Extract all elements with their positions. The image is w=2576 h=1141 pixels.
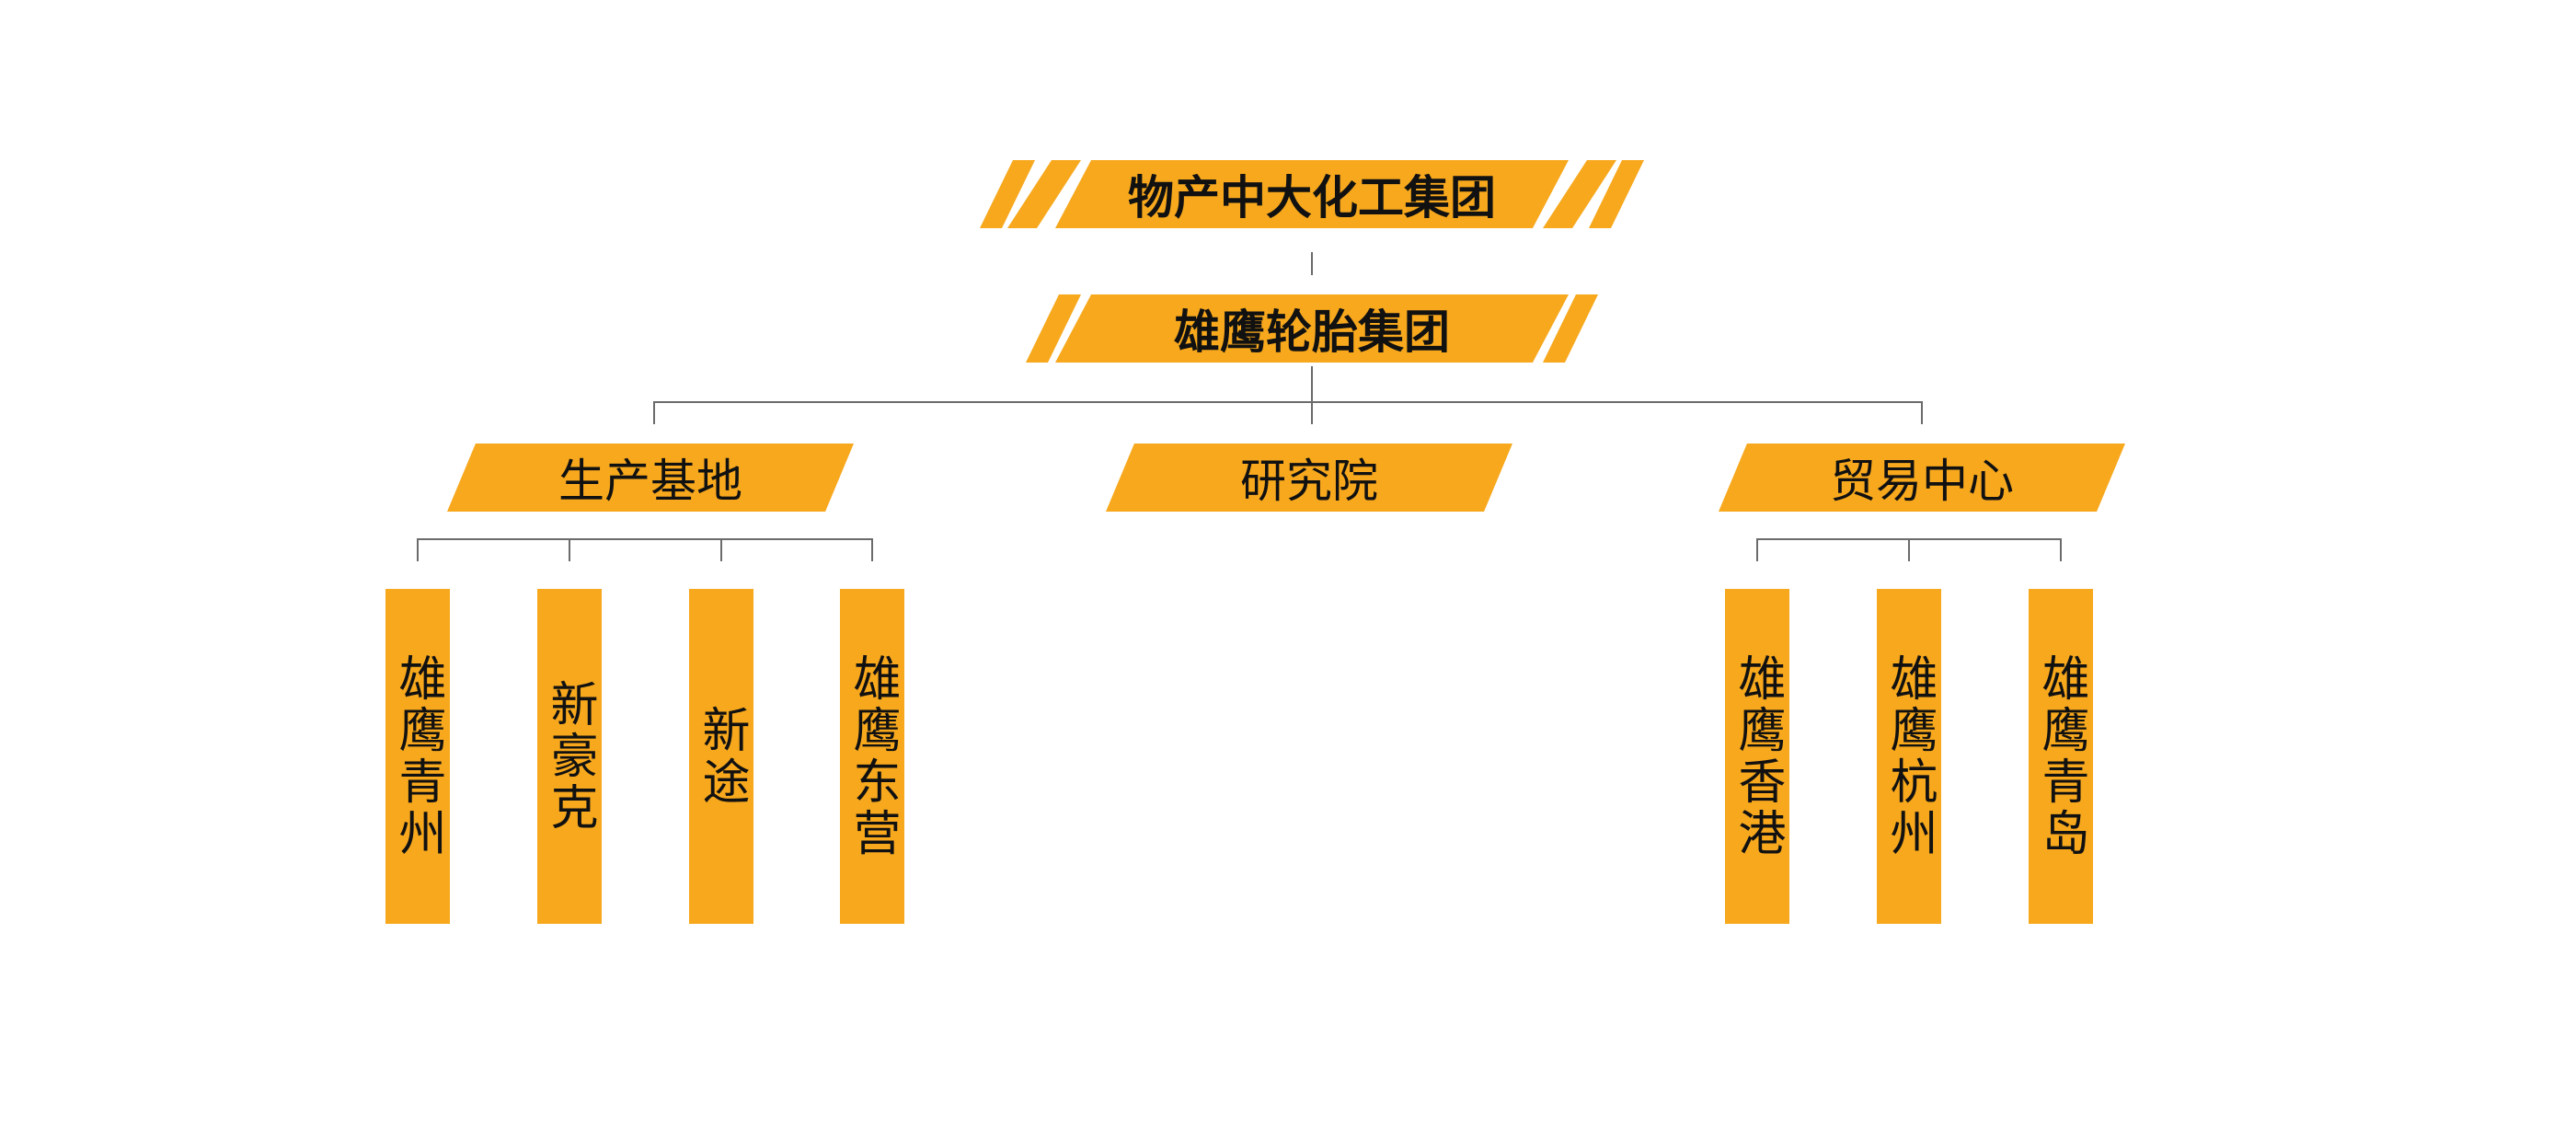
connector-trade-drop-2	[1908, 538, 1910, 561]
unit-label: 雄鹰香港	[1730, 653, 1785, 859]
unit-label: 雄鹰青岛	[2033, 653, 2088, 859]
unit-box: 雄鹰杭州	[1877, 589, 1941, 924]
connector-production-drop-4	[871, 538, 873, 561]
division-research-label: 研究院	[1240, 455, 1378, 508]
connector-division-drop-3	[1921, 401, 1923, 424]
unit-label: 雄鹰杭州	[1881, 653, 1937, 859]
division-trade-center: 贸易中心	[1719, 444, 2125, 512]
unit-box: 新豪克	[537, 589, 602, 924]
connector-division-drop-2	[1311, 401, 1313, 424]
connector-trade-drop-1	[1756, 538, 1758, 561]
division-research-institute: 研究院	[1106, 444, 1512, 512]
unit-label: 雄鹰青州	[390, 653, 445, 859]
connector-division-drop-1	[653, 401, 655, 424]
connector-top-to-group	[1311, 252, 1313, 275]
unit-box: 雄鹰东营	[840, 589, 904, 924]
unit-box: 新途	[689, 589, 753, 924]
connector-production-drop-2	[569, 538, 570, 561]
unit-box: 雄鹰青岛	[2029, 589, 2093, 924]
connector-trade-drop-3	[2060, 538, 2062, 561]
connector-division-bus	[653, 401, 1923, 403]
division-trade-label: 贸易中心	[1830, 455, 2014, 508]
connector-production-drop-1	[417, 538, 419, 561]
group-node-label: 雄鹰轮胎集团	[1174, 305, 1450, 359]
connector-group-trunk	[1311, 366, 1313, 403]
connector-production-bus	[417, 538, 873, 540]
top-node-label: 物产中大化工集团	[1128, 171, 1496, 225]
division-production-base: 生产基地	[447, 444, 854, 512]
unit-label: 新豪克	[542, 679, 597, 834]
connector-production-drop-3	[720, 538, 722, 561]
top-node-chemical-group: 物产中大化工集团	[1055, 160, 1569, 228]
unit-box: 雄鹰香港	[1725, 589, 1789, 924]
unit-label: 新途	[694, 705, 749, 808]
unit-label: 雄鹰东营	[845, 653, 900, 859]
group-node-tire-group: 雄鹰轮胎集团	[1055, 294, 1569, 363]
division-production-label: 生产基地	[558, 455, 742, 508]
unit-box: 雄鹰青州	[385, 589, 450, 924]
